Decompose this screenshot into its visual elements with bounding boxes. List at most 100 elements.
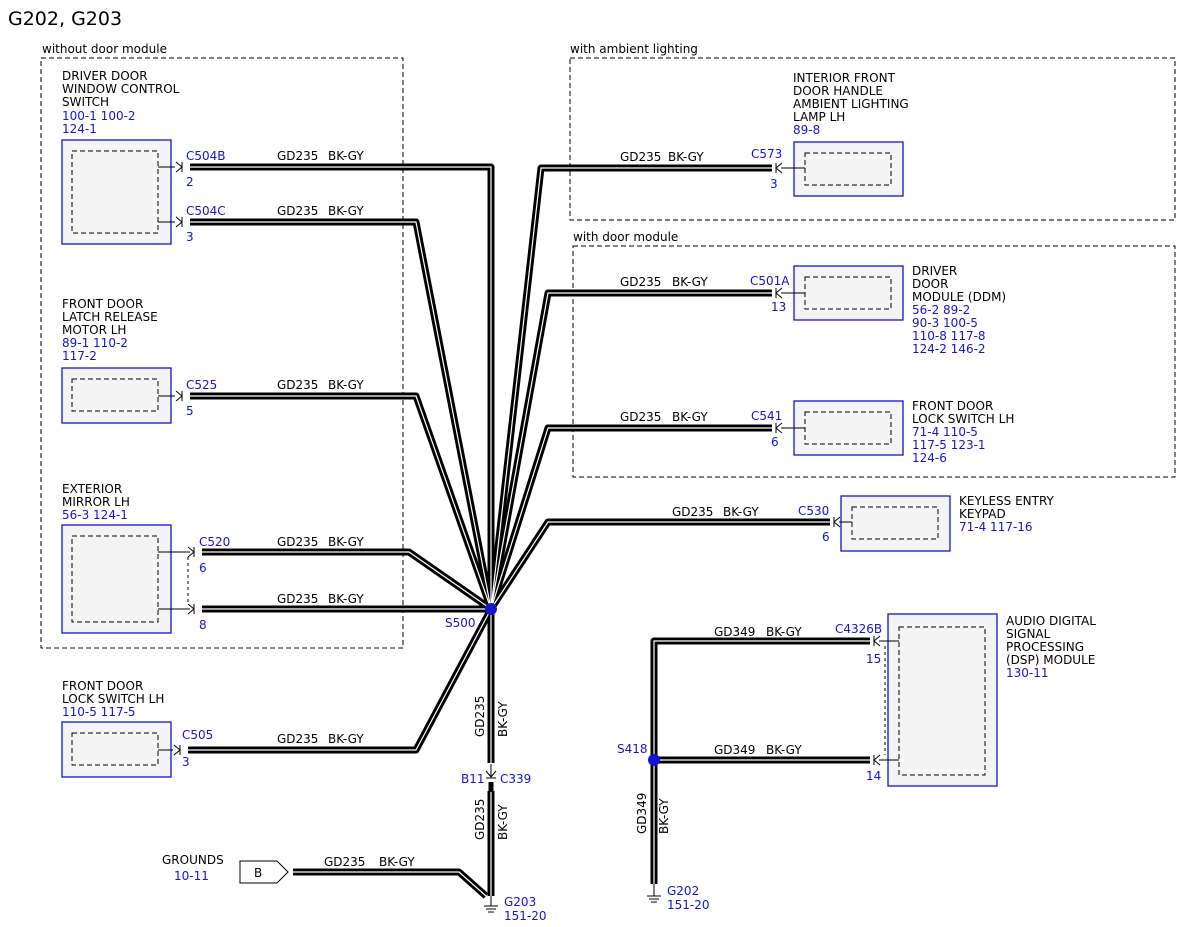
connector-c4326b[interactable]: C4326B	[835, 622, 882, 636]
component-name: LATCH RELEASE	[62, 310, 158, 324]
wire-grounds-b	[293, 868, 489, 899]
page-title: G202, G203	[8, 8, 122, 30]
pin-number: 6	[771, 435, 779, 449]
ground-id: G203	[504, 895, 536, 909]
component-name: FRONT DOOR	[912, 399, 993, 413]
connector-c573[interactable]: C573	[751, 147, 782, 161]
wire-color-label: BK-GY	[672, 410, 708, 424]
wire-circuit-label: GD235	[277, 378, 318, 392]
component-name: MOTOR LH	[62, 323, 126, 337]
splice-s418[interactable]	[648, 754, 660, 766]
component-name: SIGNAL	[1006, 627, 1051, 641]
inline-connector-b11-c339[interactable]: B11 C339	[461, 763, 531, 792]
component-ref[interactable]: 110-5 117-5	[62, 705, 136, 719]
wire-circuit-label: GD235	[277, 592, 318, 606]
wire-color-label: BK-GY	[328, 378, 364, 392]
grounds-label: GROUNDS	[162, 853, 224, 867]
component-name: DOOR	[912, 277, 948, 291]
region-label: without door module	[42, 42, 167, 56]
wire-c505	[188, 607, 495, 754]
component-name: PROCESSING	[1006, 640, 1084, 654]
connector-c339[interactable]: C339	[500, 772, 531, 786]
wire-c530	[488, 518, 830, 611]
connector-b11[interactable]: B11	[461, 772, 485, 786]
wire-color-label: BK-GY	[657, 798, 671, 834]
wire-color-label: BK-GY	[766, 625, 802, 639]
wire-circuit-label: GD235	[277, 149, 318, 163]
component-name: FRONT DOOR	[62, 297, 143, 311]
wire-labels: GD235 BK-GY GD235 BK-GY GD235 BK-GY GD23…	[277, 149, 802, 869]
connector-c525[interactable]: C525	[186, 378, 217, 392]
pin-number: 5	[186, 404, 194, 418]
component-name: AMBIENT LIGHTING	[793, 97, 909, 111]
component-ref[interactable]: 89-8	[793, 123, 820, 137]
wire-color-label: BK-GY	[668, 150, 704, 164]
component-ref[interactable]: 124-6	[912, 451, 947, 465]
ground-ref[interactable]: 151-20	[504, 909, 547, 923]
component-name: KEYLESS ENTRY	[959, 494, 1055, 508]
component-name: SWITCH	[62, 95, 109, 109]
wire-circuit-label: GD235	[324, 855, 365, 869]
wire-circuit-label: GD235	[277, 732, 318, 746]
wire-circuit-label: GD235	[277, 535, 318, 549]
wire-circuit-label: GD235	[620, 275, 661, 289]
component-ref[interactable]: 117-2	[62, 349, 97, 363]
wire-color-label: BK-GY	[328, 592, 364, 606]
pin-number: 2	[186, 175, 194, 189]
component-ref[interactable]: 130-11	[1006, 666, 1049, 680]
connector-c530[interactable]: C530	[798, 504, 829, 518]
component-ref[interactable]: 90-3 100-5	[912, 316, 978, 330]
component-name: LAMP LH	[793, 110, 845, 124]
component-ref[interactable]: 124-1	[62, 122, 97, 136]
connector-c504b[interactable]: C504B	[186, 149, 226, 163]
wires	[188, 163, 870, 899]
component-name: KEYPAD	[959, 507, 1006, 521]
wire-color-label: BK-GY	[496, 804, 510, 840]
component-ref[interactable]: 71-4 110-5	[912, 425, 978, 439]
wire-circuit-label: GD235	[473, 799, 487, 840]
connector-c501a[interactable]: C501A	[750, 274, 790, 288]
component-ref[interactable]: 56-2 89-2	[912, 303, 970, 317]
component-name: FRONT DOOR	[62, 679, 143, 693]
connector-c504c[interactable]: C504C	[186, 204, 226, 218]
wire-circuit-label: GD235	[620, 410, 661, 424]
component-ambient-lighting-lamp: INTERIOR FRONT DOOR HANDLE AMBIENT LIGHT…	[775, 71, 909, 197]
pin-number: 3	[186, 230, 194, 244]
component-ref[interactable]: 110-8 117-8	[912, 329, 986, 343]
ground-ref[interactable]: 151-20	[667, 898, 710, 912]
pin-number: 3	[770, 177, 778, 191]
ground-icon-g202[interactable]: G202 151-20	[647, 884, 710, 912]
tag-letter: B	[254, 866, 262, 880]
ground-icon-g203[interactable]: G203 151-20	[484, 895, 547, 923]
grounds-reference[interactable]: GROUNDS 10-11 B	[162, 853, 289, 884]
component-front-door-lock-switch-left: FRONT DOOR LOCK SWITCH LH 110-5 117-5	[61, 679, 181, 778]
connector-tag-b[interactable]	[239, 860, 289, 884]
component-name: AUDIO DIGITAL	[1006, 614, 1096, 628]
wire-circuit-label: GD349	[714, 743, 755, 757]
region-without-door-module: without door module	[40, 42, 404, 649]
wire-color-label: BK-GY	[672, 275, 708, 289]
wire-circuit-label: GD235	[473, 696, 487, 737]
component-ref[interactable]: 117-5 123-1	[912, 438, 986, 452]
component-keyless-entry-keypad: KEYLESS ENTRY KEYPAD 71-4 117-16	[833, 494, 1055, 552]
splice-s500[interactable]	[485, 603, 497, 615]
component-ref[interactable]: 89-1 110-2	[62, 336, 128, 350]
component-ref[interactable]: 71-4 117-16	[959, 520, 1033, 534]
wire-color-label: BK-GY	[328, 535, 364, 549]
pin-number: 13	[771, 300, 786, 314]
connector-c541[interactable]: C541	[751, 409, 782, 423]
component-name: (DSP) MODULE	[1006, 653, 1095, 667]
wire-circuit-label: GD235	[672, 505, 713, 519]
component-ref[interactable]: 56-3 124-1	[62, 508, 128, 522]
component-name: EXTERIOR	[62, 482, 122, 496]
wire-color-label: BK-GY	[766, 743, 802, 757]
pin-number: 6	[199, 561, 207, 575]
grounds-ref[interactable]: 10-11	[174, 869, 209, 883]
wire-color-label: BK-GY	[379, 855, 415, 869]
connector-c505[interactable]: C505	[182, 728, 213, 742]
component-ref[interactable]: 100-1 100-2	[62, 109, 136, 123]
connector-c520[interactable]: C520	[199, 535, 230, 549]
component-ref[interactable]: 124-2 146-2	[912, 342, 986, 356]
component-name: MIRROR LH	[62, 495, 130, 509]
